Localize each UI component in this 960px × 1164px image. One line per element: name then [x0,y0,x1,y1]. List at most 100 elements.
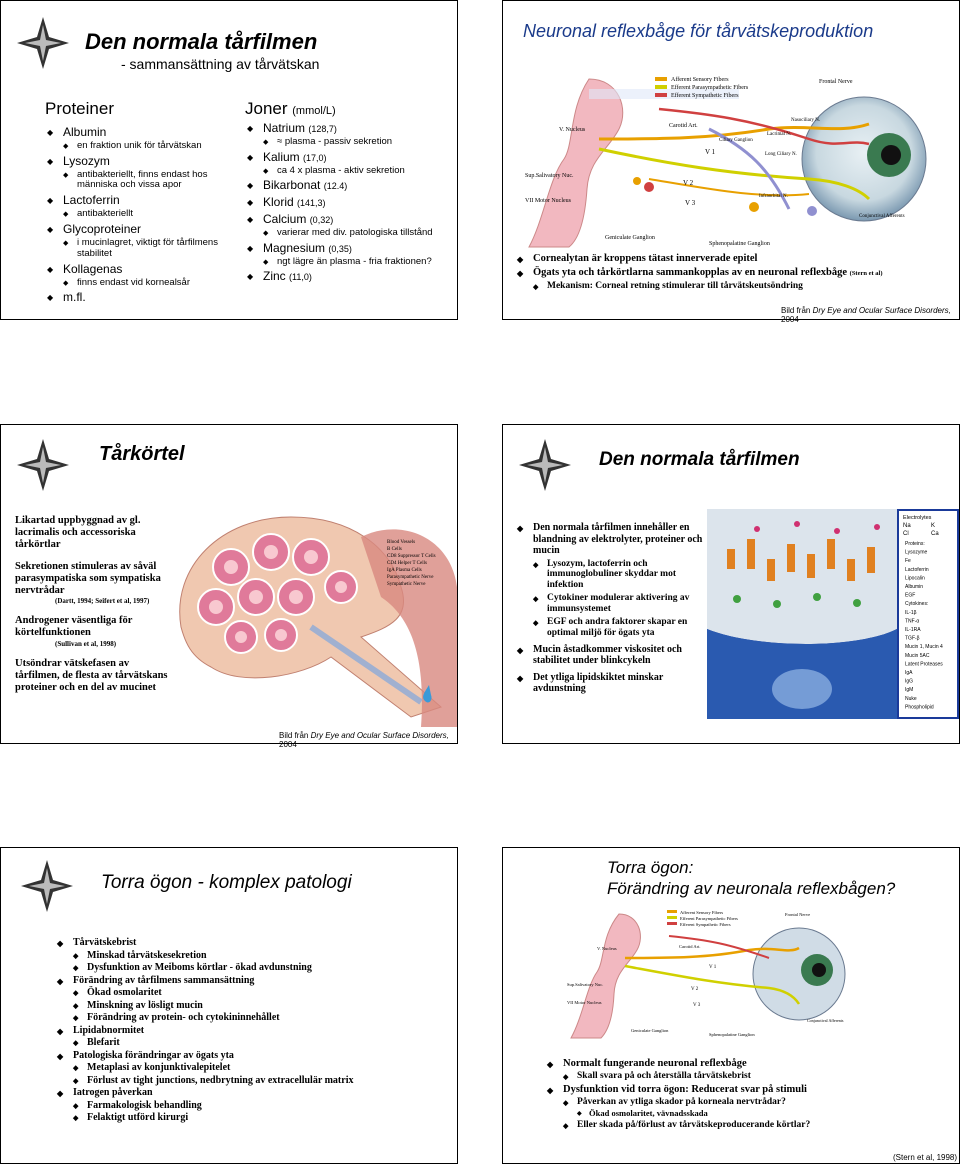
arc-bullet-0: Normalt fungerande neuronal reflexbåge [547,1058,957,1070]
legend-cl: Cl [903,531,909,537]
protein-item-4: Lactoferrin [47,193,247,208]
label-nucleus: V. Nucleus [597,946,617,951]
pathology-bullet-5: Minskning av lösligt mucin [73,1000,447,1012]
legend-sympathetic: Efferent Sympathetic Fibers [671,92,739,99]
protein-list: Albuminen fraktion unik för tårvätskanLy… [47,123,247,305]
tearfilm-legend-4: Lipocalin [905,575,925,581]
legend-sympathetic: Efferent Sympathetic Fibers [680,922,731,927]
slide-title: Den normala tårfilmen [599,449,800,470]
gland-paragraph-3: Utsöndrar vätskefasen av tårfilmen, de f… [15,657,168,693]
ion-item-3: ca 4 x plasma - aktiv sekretion [263,165,457,177]
tearfilm-legend-13: Mucin 5AC [905,653,930,659]
bullet-list: Cornealytan är kroppens tätast innervera… [517,251,957,292]
slide-title: Neuronal reflexbåge för tårvätskeprodukt… [523,21,874,41]
tearfilm-legend-8: IL-1β [905,610,917,616]
tearfilm-legend-5: Albumin [905,584,923,590]
lacrimal-gland-illustration: Blood Vessels B Cells CD8 Suppressor T C… [179,516,457,727]
tearfilm-legend-16: IgG [905,679,913,685]
tearfilm-legend-2: Fe [905,558,911,564]
tearfilm-legend-3: Lactoferrin [905,567,929,573]
ion-list: Natrium (128,7)≈ plasma - passiv sekreti… [247,119,457,284]
star-logo-icon [17,439,69,491]
slide-3: Tårkörtel Likartad uppbyggnad av gl. lac… [0,424,458,749]
label-sphenopalatine: Sphenopalatine Ganglion [709,241,770,247]
protein-item-5: antibakteriellt [63,208,247,220]
legend-sensory: Afferent Sensory Fibers [671,76,729,83]
ion-item-7: varierar med div. patologiska tillstånd [263,227,457,239]
label-ciliary: Ciliary Ganglion [719,138,753,143]
label-v1: V 1 [709,965,717,970]
protein-item-9: finns endast vid kornealsår [63,277,247,289]
legend-electrolytes: Electrolytes [903,515,932,521]
label-frontal: Frontal Nerve [819,79,853,85]
label-v3: V 3 [685,199,696,207]
protein-item-10: m.fl. [47,291,247,305]
tearfilm-legend-7: Cytokines: [905,601,928,607]
slide-title-line-2: Förändring av neuronala reflexbågen? [607,879,896,898]
gland-text: Likartad uppbyggnad av gl. lacrimalis oc… [15,515,169,704]
reflex-bullet-0: Cornealytan är kroppens tätast innervera… [517,253,957,265]
tearfilm-bullet-5: Det ytliga lipidskiktet minskar avdunstn… [517,672,707,695]
proteins-heading: Proteiner [45,99,114,118]
pathology-bullet-9: Patologiska förändringar av ögats yta [57,1050,447,1062]
image-credit: Bild från Dry Eye and Ocular Surface Dis… [781,306,951,324]
gland-paragraph-2: Androgener väsentliga för körtelfunktion… [15,615,133,648]
gland-paragraph-0: Likartad uppbyggnad av gl. lacrimalis oc… [15,515,141,551]
label-vii: VII Motor Nucleus [525,198,572,204]
pathology-bullet-8: Blefarit [73,1037,447,1049]
legend-b-cells: B Cells [387,547,402,552]
label-conjunctival: Conjunctival Afferents [807,1018,844,1023]
ion-item-9: ngt lägre än plasma - fria fraktionen? [263,256,457,268]
legend-parasympathetic: Efferent Parasympathetic Fibers [671,84,749,91]
slide-title: Den normala tårfilmen [85,29,318,54]
label-geniculate: Geniculate Ganglion [605,235,655,241]
tearfilm-bullet-2: Cytokiner modulerar aktivering av immuns… [533,593,707,615]
slide-6: Torra ögon: Förändring av neuronala refl… [502,847,960,1164]
ions-heading: Joner (mmol/L) [245,99,336,118]
slide-title-line-1: Torra ögon: [607,858,694,877]
slide-1: Den normala tårfilmen - sammansättning a… [0,0,458,320]
legend-parasympathetic: Efferent Parasympathetic Fibers [680,916,738,921]
pathology-bullet-3: Förändring av tårfilmens sammansättning [57,975,447,987]
pathology-bullet-0: Tårvätskebrist [57,937,447,949]
label-vii: VII Motor Nucleus [567,1000,602,1005]
legend-na: Na [903,523,911,529]
label-nasociliary: Nasociliary N. [791,118,820,123]
protein-item-7: i mucinlagret, viktigt för tårfilmens st… [63,237,247,260]
slide-subtitle: - sammansättning av tårvätskan [121,56,320,72]
pathology-bullet-14: Felaktigt utförd kirurgi [73,1112,447,1124]
ion-item-4: Bikarbonat (12.4) [247,179,457,193]
label-v2: V 2 [683,179,694,187]
tearfilm-legend-14: Latent Proteases [905,661,943,667]
ion-item-6: Calcium (0,32) [247,212,457,227]
label-nucleus: V. Nucleus [559,127,586,133]
legend-k: K [931,523,935,529]
tearfilm-legend-9: TNF-α [905,618,919,624]
tearfilm-legend-1: Lysozyme [905,550,928,556]
arc-bullet-2: Dysfunktion vid torra ögon: Reducerat sv… [547,1084,957,1096]
arc-bullet-1: Skall svara på och återställa tårvätskeb… [563,1071,957,1082]
reflex-arc-diagram: Afferent Sensory Fibers Efferent Parasym… [525,76,927,248]
reflex-bullet-2: Mekanism: Corneal retning stimulerar til… [533,281,957,292]
bullet-list: TårvätskebristMinskad tårvätskesekretion… [57,936,447,1124]
tearfilm-legend-10: IL-1RA [905,627,921,633]
tearfilm-bullet-4: Mucin åstadkommer viskositet och stabili… [517,644,707,667]
label-v3: V 3 [693,1003,701,1008]
label-carotid: Carotid Art. [679,944,701,949]
tearfilm-legend-6: EGF [905,593,915,599]
protein-item-8: Kollagenas [47,262,247,277]
pathology-bullet-7: Lipidabnormitet [57,1025,447,1037]
tearfilm-legend-17: IgM [905,687,913,693]
ion-item-1: ≈ plasma - passiv sekretion [263,136,457,148]
tearfilm-bullet-3: EGF och andra faktorer skapar en optimal… [533,617,707,639]
pathology-bullet-4: Ökad osmolaritet [73,987,447,999]
bullet-list: Den normala tårfilmen innehåller en blan… [517,517,707,695]
pathology-bullet-2: Dysfunktion av Meiboms körtlar - ökad av… [73,962,447,974]
pathology-bullet-6: Förändring av protein- och cytokininnehå… [73,1012,447,1024]
tearfilm-legend-19: Phospholipid [905,704,934,710]
label-carotid: Carotid Art. [669,123,698,129]
protein-item-0: Albumin [47,125,247,140]
label-frontal: Frontal Nerve [785,912,810,917]
ion-item-5: Klorid (141,3) [247,195,457,210]
label-conjunctival: Conjunctival Afferents [859,214,905,219]
